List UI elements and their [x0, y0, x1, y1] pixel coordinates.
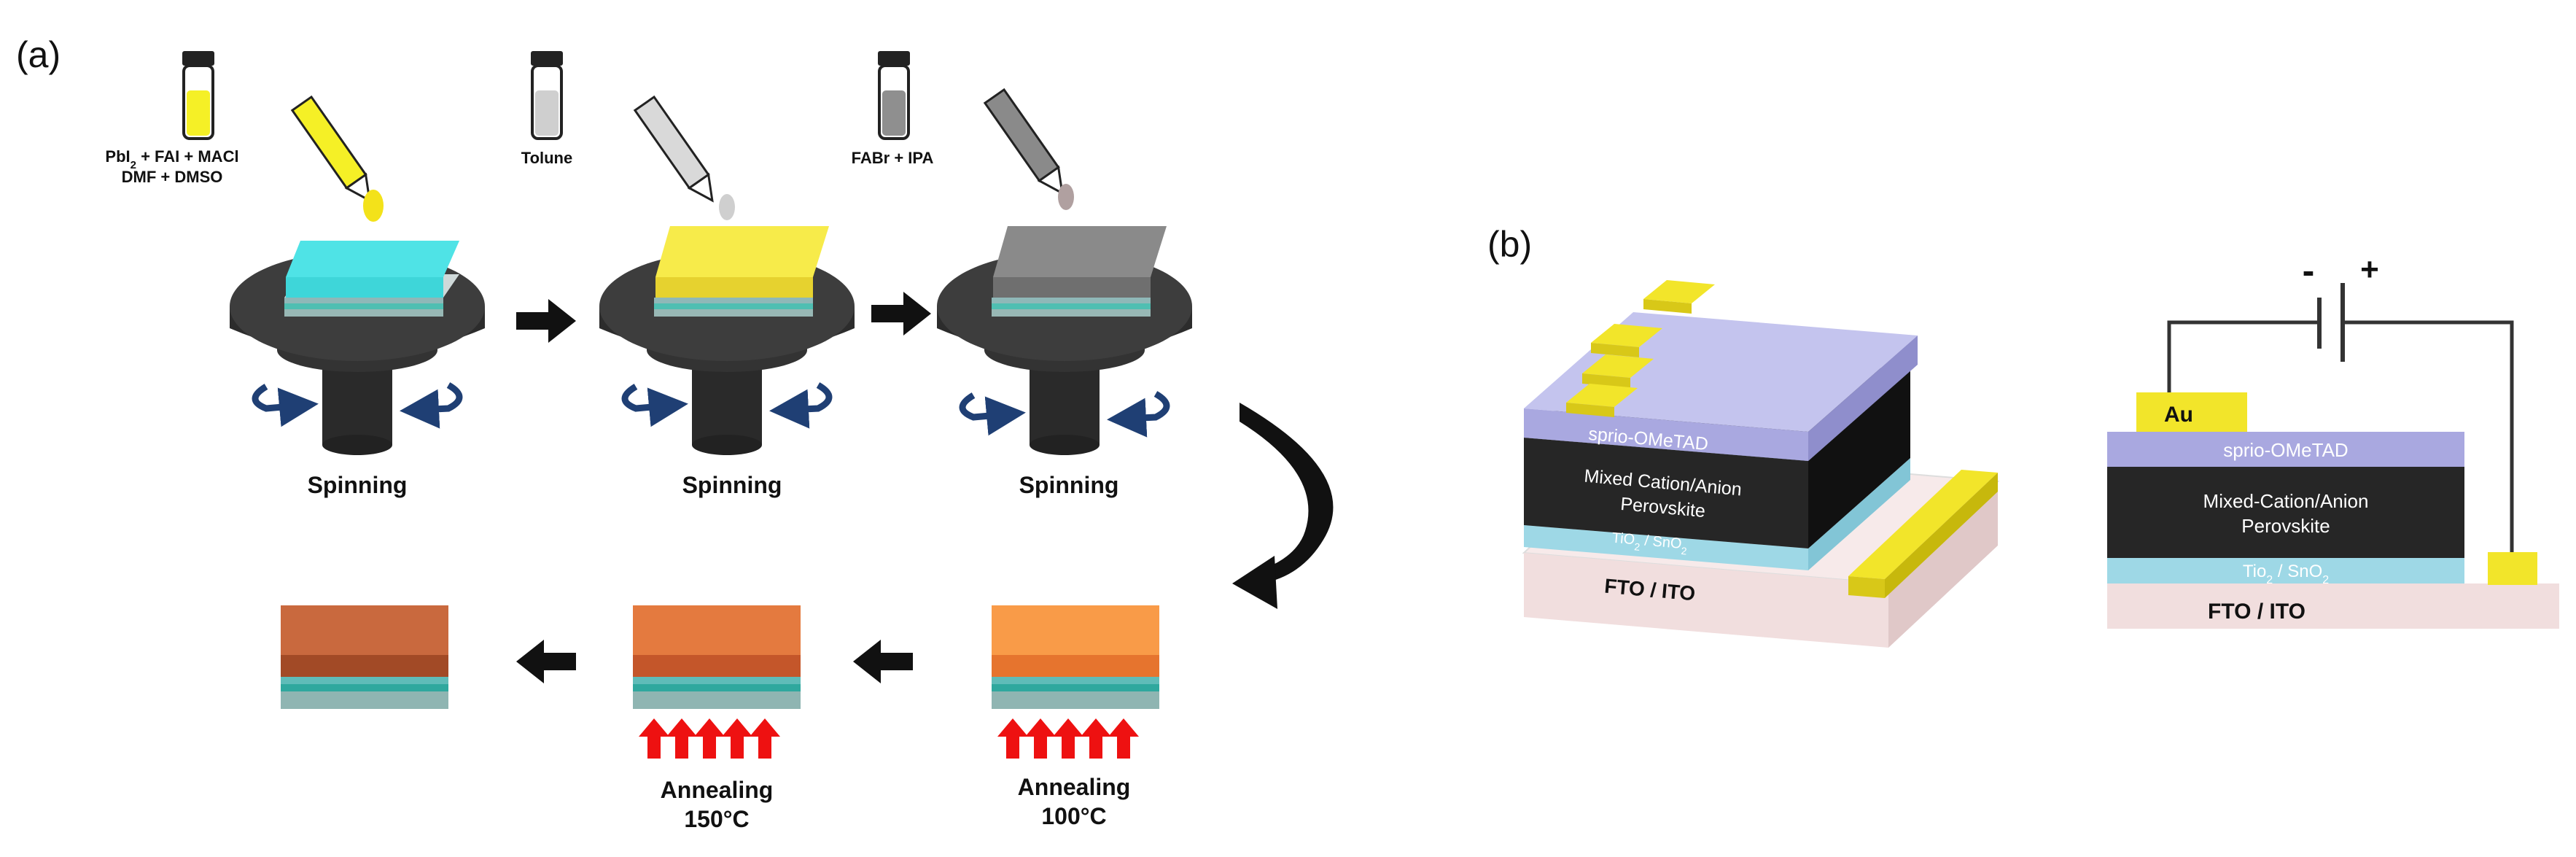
droplet-dark: [1058, 184, 1074, 210]
arrow-100-to-150: [853, 640, 913, 683]
anneal-100-temp: 100°C: [1041, 803, 1106, 829]
vial-precursor: [182, 51, 214, 140]
panel-a-label: (a): [16, 34, 61, 75]
2d-etl-label: Tio2 / SnO2: [2243, 562, 2329, 586]
device-3d: [1522, 280, 2000, 648]
antisolvent-label: Tolune: [521, 149, 572, 167]
circuit-wires: [2167, 320, 2514, 552]
pipette-gray-light: [633, 95, 714, 203]
post-treatment-label: FABr + IPA: [852, 149, 934, 167]
pipette-yellow: [290, 95, 371, 203]
heat-arrows-150c: [639, 718, 780, 759]
battery-plus: +: [2360, 252, 2379, 287]
2d-perovskite-line2: Perovskite: [2241, 515, 2330, 537]
droplet-yellow: [363, 190, 384, 222]
2d-substrate-label: FTO / ITO: [2208, 600, 2305, 624]
arrow-step-2-3: [871, 292, 931, 336]
3d-etl-label: TiO2 / SnO2: [1611, 530, 1688, 557]
ito-contact: [2488, 552, 2537, 585]
anneal-100-title: Annealing: [1018, 774, 1131, 800]
spin-coater-2: [599, 226, 855, 455]
anneal-150-temp: 150°C: [684, 806, 749, 832]
spin-label-3: Spinning: [1019, 472, 1119, 498]
film-150c: [633, 605, 801, 709]
panel-b-label: (b): [1487, 224, 1532, 265]
spin-label-2: Spinning: [682, 472, 782, 498]
arrow-step-1-2: [516, 299, 576, 343]
pipette-gray-dark: [983, 88, 1064, 195]
spin-coater-3: [937, 226, 1192, 455]
spin-label-1: Spinning: [308, 472, 408, 498]
vial-post-treatment: [878, 51, 910, 140]
rotation-arrows-1: [252, 382, 463, 429]
droplet-gray: [719, 194, 735, 220]
curved-arrow: [1232, 403, 1334, 609]
2d-spiro-label: sprio-OMeTAD: [2223, 439, 2348, 461]
precursor-label-line2: DMF + DMSO: [122, 168, 223, 186]
arrow-150-to-final: [516, 640, 576, 683]
2d-perovskite-line1: Mixed-Cation/Anion: [2203, 490, 2369, 512]
precursor-label-line1: PbI2 + FAI + MACl: [105, 147, 238, 171]
heat-arrows-100c: [997, 718, 1139, 759]
rotation-arrows-2: [621, 382, 833, 429]
device-2d: [2107, 392, 2559, 629]
vial-antisolvent: [531, 51, 563, 140]
battery-icon: [2317, 283, 2345, 362]
film-100c: [992, 605, 1159, 709]
rotation-arrows-3: [959, 391, 1170, 438]
film-final: [281, 605, 448, 709]
spin-coater-1: [230, 241, 485, 455]
battery-minus: -: [2303, 250, 2315, 291]
anneal-150-title: Annealing: [661, 777, 774, 803]
au-electrode: [2136, 392, 2247, 432]
2d-au-label: Au: [2164, 403, 2193, 427]
